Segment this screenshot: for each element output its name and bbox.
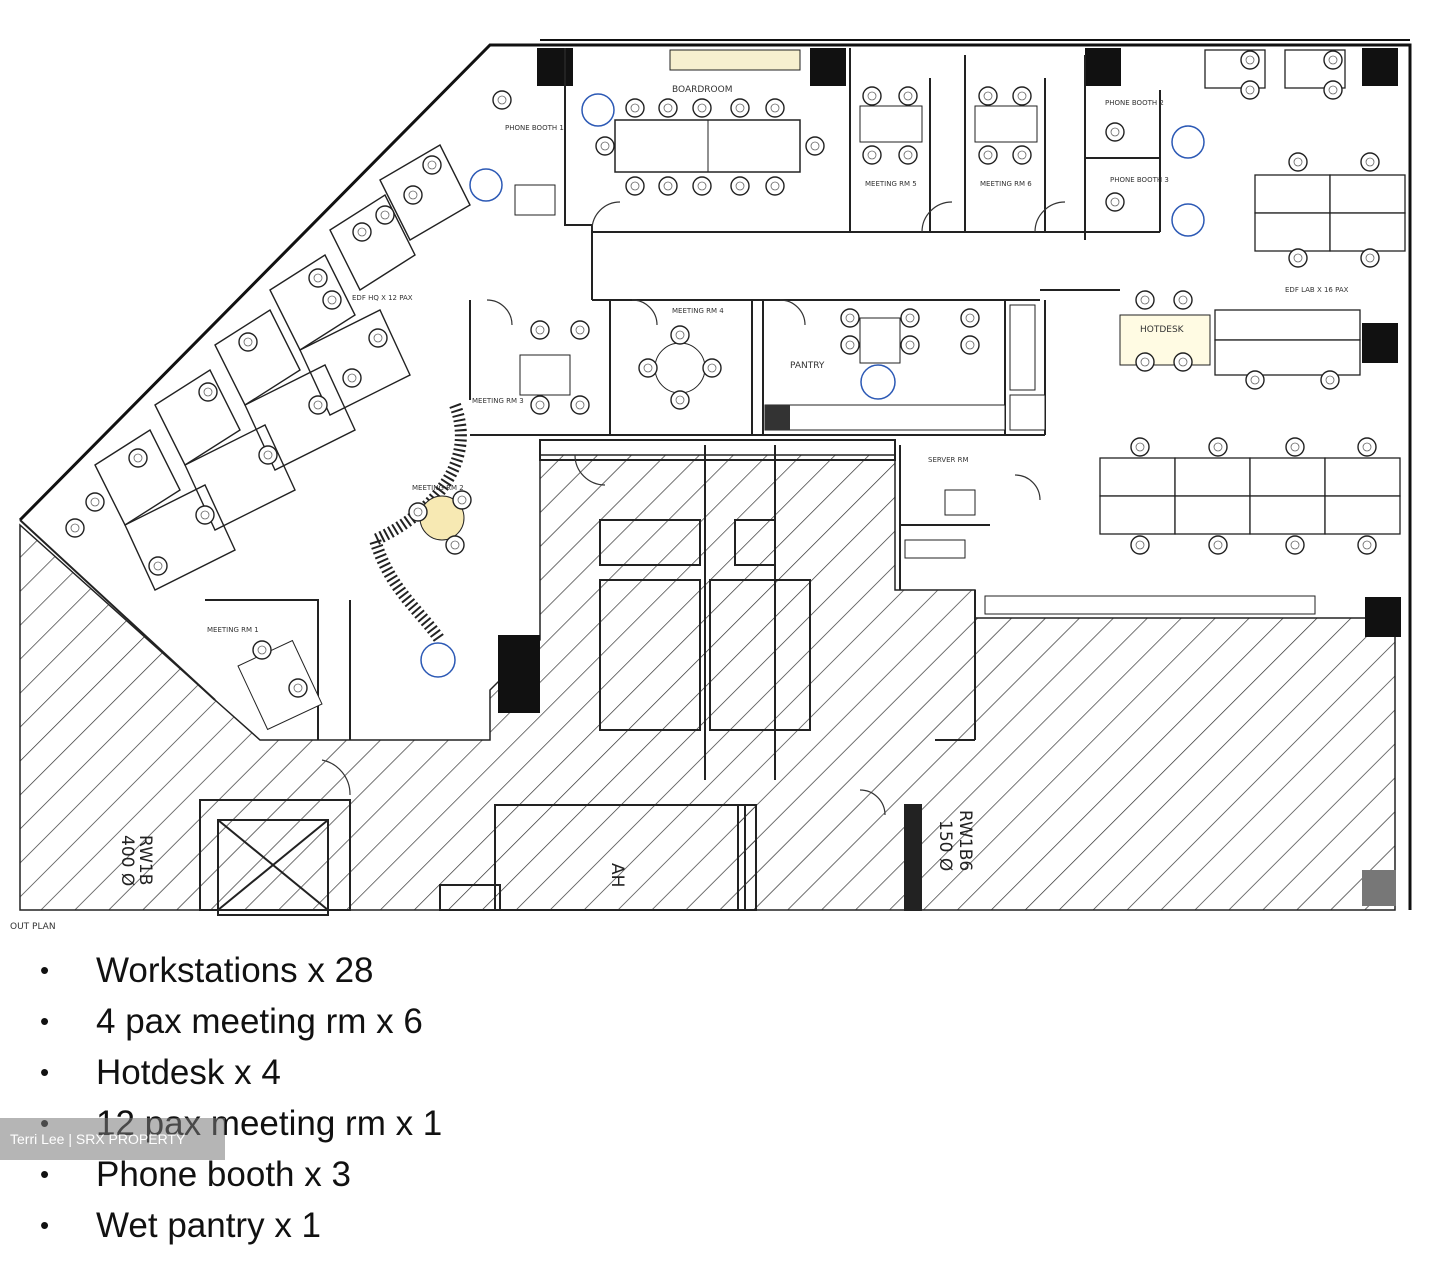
feature-list: • Workstations x 28 • 4 pax meeting rm x 6…: [40, 945, 442, 1251]
meeting-rm-3-4-furniture: [519, 320, 722, 415]
feature-item: • Hotdesk x 4: [40, 1047, 442, 1098]
outer-walls: [18, 39, 1412, 910]
watermark: Terri Lee | SRX PROPERTY: [0, 1118, 225, 1160]
floor-plan: BOARDROOM PHONE BOOTH 1 PHONE BOOTH 2 PH…: [10, 39, 1412, 930]
columns: [498, 48, 1401, 906]
plan-caption: OUT PLAN: [10, 922, 56, 930]
workstations: [1099, 457, 1401, 535]
ahu-label: AH: [607, 863, 627, 887]
meeting-rm-1-label: MEETING RM 1: [207, 626, 259, 634]
server-rm-label: SERVER RM: [928, 456, 969, 464]
feature-item: • Phone booth x 3: [40, 1149, 442, 1200]
meeting-rm-5-label: MEETING RM 5: [865, 180, 917, 188]
feature-text: Phone booth x 3: [96, 1155, 351, 1194]
edf-hq-label: EDF HQ X 12 PAX: [352, 294, 413, 302]
phone-booth-furniture: [492, 90, 1125, 216]
meeting-rm-1-2-furniture: [237, 490, 472, 731]
boardroom-label: BOARDROOM: [672, 85, 732, 95]
boardroom-furniture: [595, 49, 825, 196]
annotation-markers: [420, 93, 1205, 678]
rw-left-label: RW1B: [135, 835, 155, 885]
feature-text: Workstations x 28: [96, 951, 374, 990]
phone-booth-1-label: PHONE BOOTH 1: [505, 124, 564, 132]
meeting-rm-4-label: MEETING RM 4: [672, 307, 724, 315]
server-racks: [904, 489, 1316, 615]
hotdesk-label: HOTDESK: [1140, 325, 1185, 335]
rw-right-sub-label: 150 Ø: [935, 820, 955, 871]
doors: [321, 201, 1066, 816]
meeting-rm-5-6-furniture: [859, 86, 1038, 165]
pantry-furniture: [764, 304, 1046, 431]
edf-lab-furniture: [1204, 49, 1406, 376]
feature-item: • 4 pax meeting rm x 6: [40, 996, 442, 1047]
meeting-rm-2-label: MEETING RM 2: [412, 484, 464, 492]
meeting-rm-2-wall: [367, 402, 467, 644]
bullet-icon: •: [40, 1210, 50, 1240]
edf-hq-desks: [94, 144, 471, 591]
pantry-label: PANTRY: [790, 361, 825, 371]
feature-item: • Wet pantry x 1: [40, 1200, 442, 1251]
rw-right-label: RW1B6: [955, 810, 975, 871]
meeting-rm-6-label: MEETING RM 6: [980, 180, 1032, 188]
bullet-icon: •: [40, 1057, 50, 1087]
feature-item: • Workstations x 28: [40, 945, 442, 996]
bullet-icon: •: [40, 1159, 50, 1189]
phone-booth-2-label: PHONE BOOTH 2: [1105, 99, 1164, 107]
rw-left-sub-label: 400 Ø: [117, 835, 137, 886]
hotdesk-furniture: [1119, 290, 1211, 372]
feature-text: Hotdesk x 4: [96, 1053, 281, 1092]
meeting-rm-3-label: MEETING RM 3: [472, 397, 524, 405]
feature-text: 4 pax meeting rm x 6: [96, 1002, 423, 1041]
bullet-icon: •: [40, 1006, 50, 1036]
bullet-icon: •: [40, 955, 50, 985]
edf-lab-label: EDF LAB X 16 PAX: [1285, 286, 1349, 294]
room-labels: BOARDROOM PHONE BOOTH 1 PHONE BOOTH 2 PH…: [10, 85, 1349, 930]
edf-hq-chairs: [65, 155, 442, 576]
feature-text: Wet pantry x 1: [96, 1206, 322, 1245]
phone-booth-3-label: PHONE BOOTH 3: [1110, 176, 1169, 184]
